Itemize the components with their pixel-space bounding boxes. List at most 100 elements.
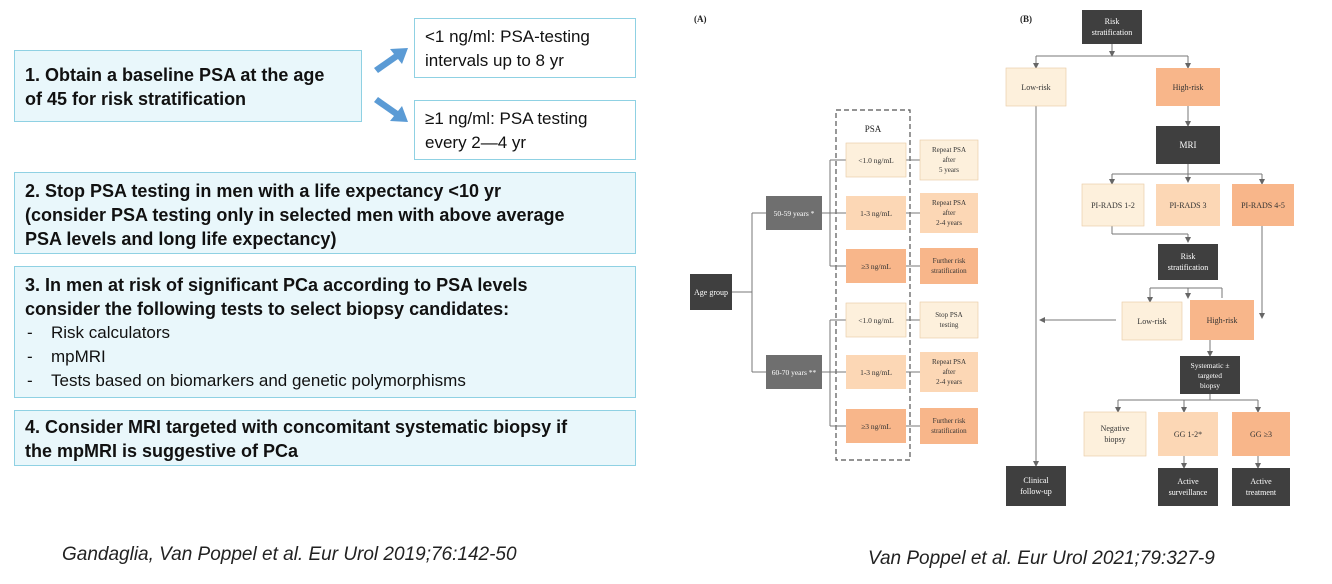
mri-node [1156,126,1220,164]
step4-box: 4. Consider MRI targeted with concomitan… [14,410,636,466]
age-group-node [690,274,732,310]
panel-a-label: (A) [694,14,707,24]
list-item: Risk calculators [25,321,625,345]
risk-strat2-line1: Risk [1181,252,1196,261]
action-node [919,139,979,181]
biopsy-line1: Systematic ± [1191,361,1230,370]
risk-strat-line1: Risk [1105,17,1120,26]
pirads-node [1232,184,1294,226]
action-line: after [943,209,956,217]
action-line: after [943,156,956,164]
action-line: Repeat PSA [932,199,966,207]
low-risk-node-2 [1121,301,1183,341]
psa-level-label: 1-3 ng/mL [860,209,892,218]
neg-biopsy-line2: biopsy [1104,435,1125,444]
psa-level-node [846,196,906,230]
clinical-followup-node [1006,466,1066,506]
psa-level-label: ≥3 ng/mL [861,422,891,431]
psa-level-label: 1-3 ng/mL [860,368,892,377]
active-treatment-node [1232,468,1290,506]
action-line: testing [940,321,959,329]
action-line: 2-4 years [936,378,962,386]
action-line: Further risk [933,417,966,425]
age-60-70-node [766,355,822,389]
list-item: Tests based on biomarkers and genetic po… [25,369,625,393]
action-line: 2-4 years [936,219,962,227]
low-risk2-label: Low-risk [1137,317,1166,326]
step2-line1: 2. Stop PSA testing in men with a life e… [25,181,501,201]
action-line: Further risk [933,257,966,265]
biopsy-line3: biopsy [1200,381,1220,390]
high-risk-node [1156,68,1220,106]
gg3-label: GG ≥3 [1250,430,1272,439]
action-line: after [943,368,956,376]
age-group-label: Age group [694,288,728,297]
low-risk-node [1005,67,1067,107]
arrow-up-icon [374,48,408,73]
panel-b-label: (B) [1020,14,1032,24]
step3-test-list: Risk calculators mpMRI Tests based on bi… [15,321,635,393]
psa-level-node [845,142,907,178]
high-risk-node-2 [1190,300,1254,340]
action-line: Repeat PSA [932,146,966,154]
step3-box: 3. In men at risk of significant PCa acc… [14,266,636,398]
action-node [920,408,978,444]
high-risk2-label: High-risk [1207,316,1238,325]
action-line: 5 years [939,166,959,174]
negative-biopsy-node [1083,411,1147,457]
pirads-node [1156,184,1220,226]
step1-box: 1. Obtain a baseline PSA at the age of 4… [14,50,362,122]
step4-line2: the mpMRI is suggestive of PCa [25,441,299,461]
age-50-59-node [766,196,822,230]
list-item: mpMRI [25,345,625,369]
risk-stratification-node-2 [1158,244,1218,280]
panel-a-flowchart: (A) PSA Age group 50-59 years * 60-70 ye… [690,14,979,461]
gg3-node [1232,412,1290,456]
action-node [919,301,979,339]
step4-line1: 4. Consider MRI targeted with concomitan… [25,417,568,437]
risk-stratification-node [1082,10,1142,44]
biopsy-line2: targeted [1198,371,1222,380]
pirads-label: PI-RADS 4-5 [1241,201,1285,210]
pirads-node [1081,183,1145,227]
age-50-59-label: 50-59 years * [774,209,815,218]
neg-biopsy-line1: Negative [1101,424,1130,433]
step1-line2: of 45 for risk stratification [25,89,247,109]
age-60-70-label: 60-70 years ** [772,368,817,377]
step3-line1: 3. In men at risk of significant PCa acc… [25,275,528,295]
psa-high-line1: ≥1 ng/ml: PSA testing [425,109,588,128]
mri-label: MRI [1179,140,1196,150]
psa-level-node [845,302,907,338]
clinical-line1: Clinical [1023,476,1049,485]
psa-level-label: <1.0 ng/mL [858,316,894,325]
biopsy-node [1180,356,1240,394]
action-node [920,352,978,392]
psa-low-line1: <1 ng/ml: PSA-testing [425,27,590,46]
psa-dashed-frame [835,109,911,461]
psa-level-node [846,355,906,389]
psa-high-outcome: ≥1 ng/ml: PSA testing every 2—4 yr [414,100,636,160]
pirads-label: PI-RADS 3 [1169,201,1206,210]
psa-low-line2: intervals up to 8 yr [425,51,564,70]
left-citation: Gandaglia, Van Poppel et al. Eur Urol 20… [62,544,517,565]
low-risk-label: Low-risk [1021,83,1050,92]
action-node [920,248,978,284]
clinical-line2: follow-up [1020,487,1052,496]
surv-line1: Active [1177,477,1199,486]
psa-level-label: <1.0 ng/mL [858,156,894,165]
action-line: stratification [931,427,967,435]
action-line: Stop PSA [935,311,962,319]
risk-strat-line2: stratification [1092,28,1132,37]
step2-box: 2. Stop PSA testing in men with a life e… [14,172,636,254]
psa-header: PSA [865,124,882,134]
panel-b-flowchart: (B) Risk stratification Low-risk [1005,10,1294,506]
psa-level-node [846,249,906,283]
step1-line1: 1. Obtain a baseline PSA at the age [25,65,325,85]
action-node [920,193,978,233]
surv-line2: surveillance [1169,488,1208,497]
treat-line1: Active [1250,477,1272,486]
gg12-node [1158,412,1218,456]
active-surveillance-node [1158,468,1218,506]
treat-line2: treatment [1246,488,1277,497]
psa-low-outcome: <1 ng/ml: PSA-testing intervals up to 8 … [414,18,636,78]
